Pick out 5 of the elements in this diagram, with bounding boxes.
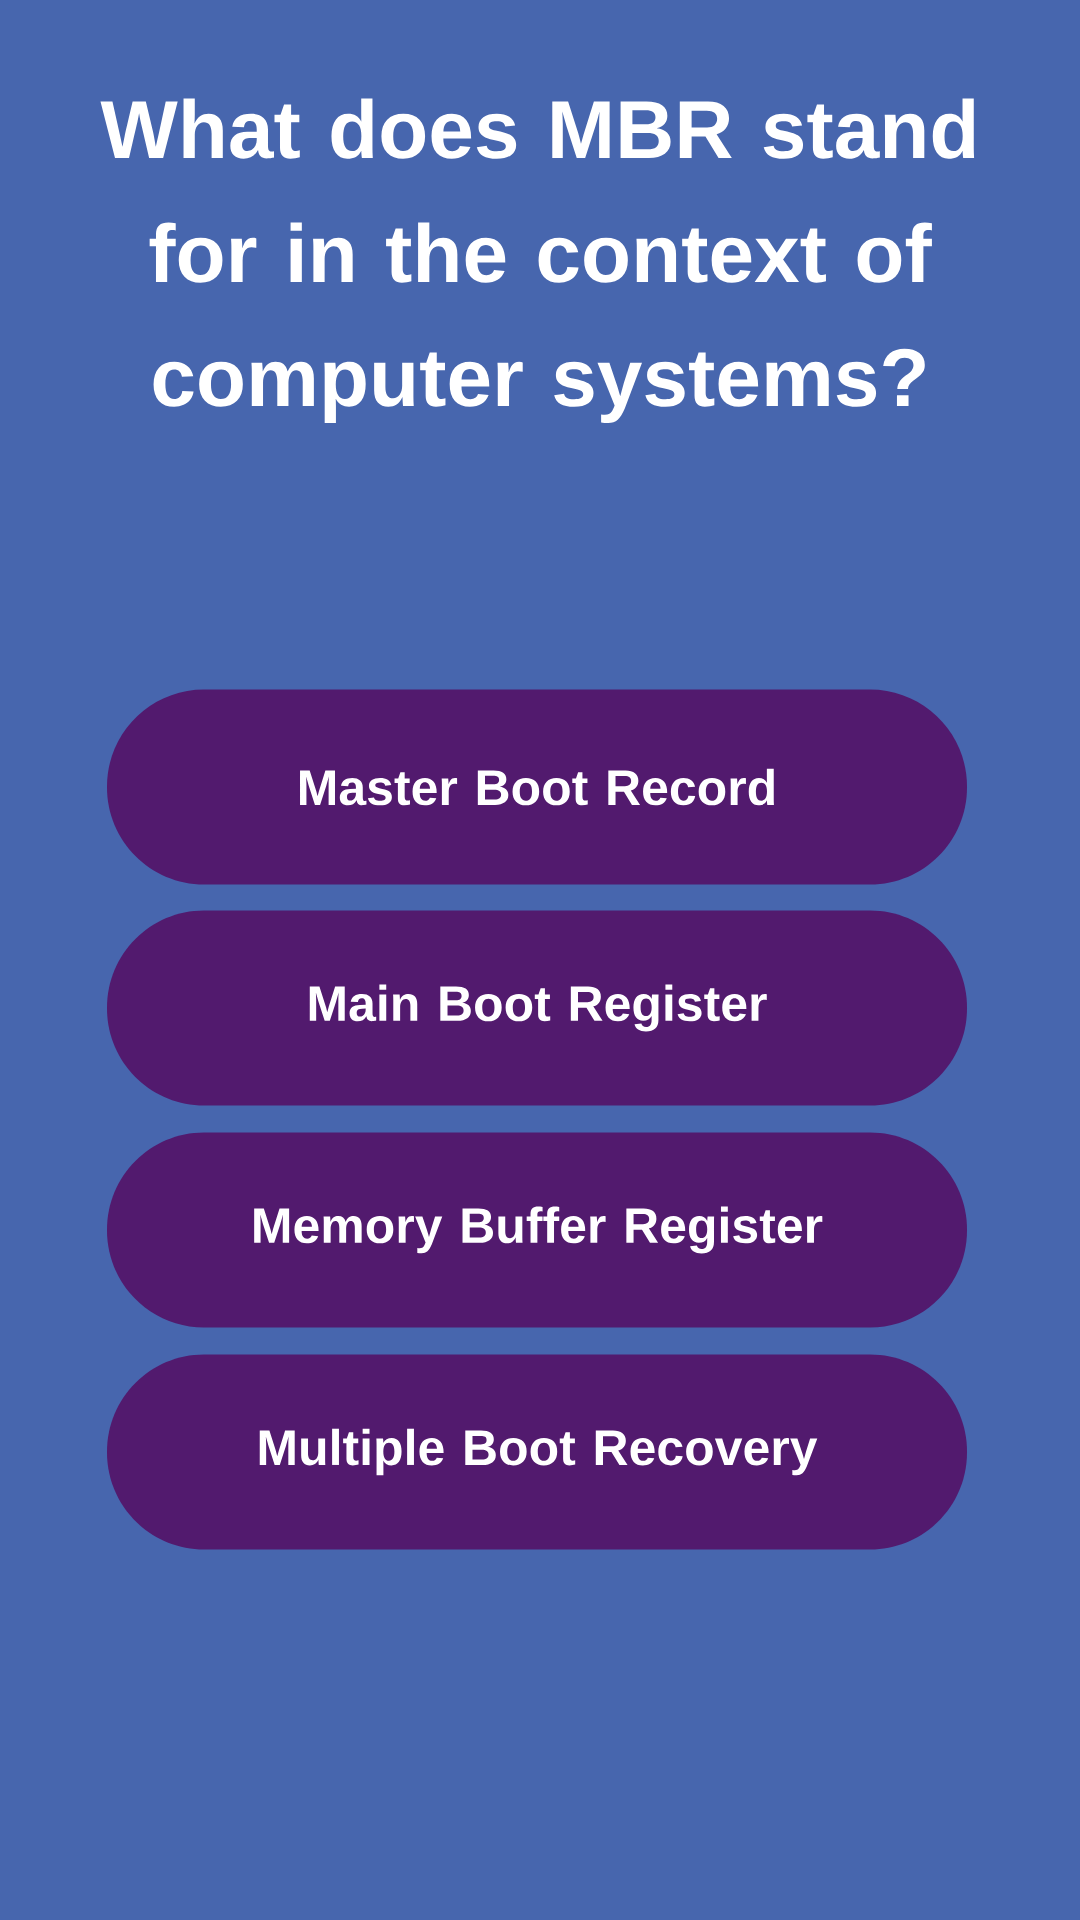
title: What does MBR stand for in the context of computer systems? xyxy=(100,98,975,423)
answer-option: Main Boot Register xyxy=(107,910,967,1106)
answer-option: Memory Buffer Register xyxy=(107,1132,967,1328)
answer-option: Multiple Boot Recovery xyxy=(107,1354,967,1550)
answer-option: Master Boot Record xyxy=(107,689,967,885)
